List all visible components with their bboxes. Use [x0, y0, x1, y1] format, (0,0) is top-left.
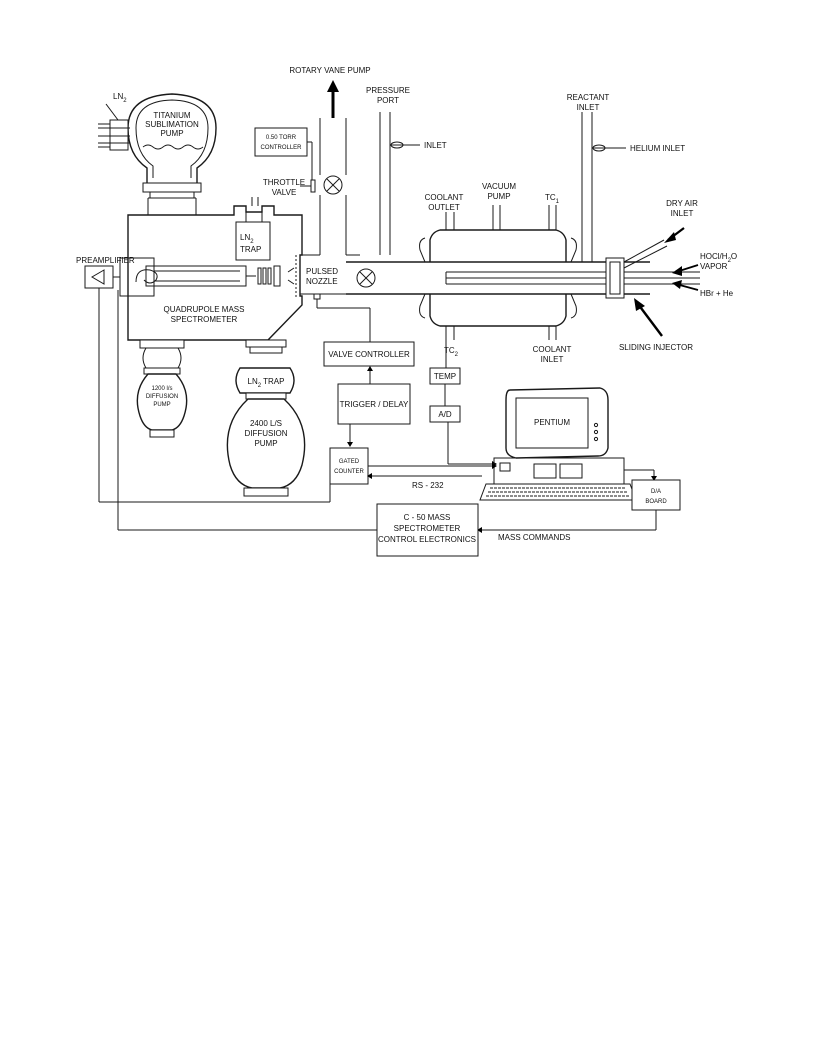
temp-label: TEMP — [434, 372, 456, 381]
dry-air-label-1: DRY AIR — [666, 199, 698, 208]
rotary-vane-pump-label: ROTARY VANE PUMP — [289, 66, 370, 75]
ln2-trap-upper-label-2: TRAP — [240, 245, 261, 254]
tc2-label: TC2 — [444, 346, 459, 358]
pressure-port-line — [379, 112, 420, 255]
main-vacuum-chamber — [119, 197, 303, 341]
c50-label-1: C - 50 MASS — [404, 513, 451, 522]
ln2-trap-upper-label: LN2 — [240, 233, 254, 245]
preamplifier-label: PREAMPLIFIER — [76, 256, 135, 265]
torr-controller-box — [254, 127, 308, 157]
quadrupole-label-1: QUADRUPOLE MASS — [164, 305, 245, 314]
hocl-label: HOCl/H2O — [700, 252, 737, 264]
da-board-label-1: D/A — [651, 489, 661, 495]
diff-1200-label-3: PUMP — [153, 402, 170, 408]
pump-lines — [300, 118, 360, 256]
hbr-label: HBr + He — [700, 289, 734, 298]
hbr-arrowhead-icon — [672, 280, 682, 289]
da-board-box — [631, 479, 681, 511]
helium-inlet-label: HELIUM INLET — [630, 144, 685, 153]
ad-label: A/D — [438, 410, 452, 419]
flow-tube — [300, 112, 700, 340]
gated-counter-label-1: GATED — [339, 459, 360, 465]
da-board-label-2: BOARD — [645, 499, 667, 505]
titanium-label-2: SUBLIMATION — [145, 120, 199, 129]
diffusion-pump-1200 — [136, 339, 188, 438]
pulsed-nozzle-label-2: NOZZLE — [306, 277, 338, 286]
coolant-inlet-label-2: INLET — [541, 355, 564, 364]
pressure-port-label-2: PORT — [377, 96, 399, 105]
coolant-inlet-label-1: COOLANT — [533, 345, 572, 354]
diff-1200-label-1: 1200 l/s — [151, 386, 172, 392]
preamplifier-box — [84, 265, 114, 289]
diff-2400-label-2: DIFFUSION — [244, 429, 287, 438]
ad-box — [429, 405, 461, 423]
sliding-injector-label: SLIDING INJECTOR — [619, 343, 693, 352]
throttle-valve-label-1: THROTTLE — [263, 178, 305, 187]
sliding-injector-arrowhead-icon — [634, 298, 645, 311]
vacuum-pump-label-1: VACUUM — [482, 182, 516, 191]
inlet-label: INLET — [424, 141, 447, 150]
valve-controller-label: VALVE CONTROLLER — [328, 350, 410, 359]
rs232-label: RS - 232 — [412, 481, 444, 490]
dry-air-arrowhead-icon — [664, 232, 676, 243]
rotary-pump-arrowhead-icon — [327, 80, 339, 92]
trigger-delay-box — [337, 383, 411, 425]
c50-electronics-box — [376, 503, 479, 557]
mass-commands-label: MASS COMMANDS — [498, 533, 570, 542]
valve-controller-box — [323, 341, 415, 367]
dry-air-label-2: INLET — [671, 209, 694, 218]
sliding-injector-arrow — [637, 303, 663, 337]
titanium-sublimation-pump — [98, 93, 217, 199]
preamplifier-triangle-icon — [91, 269, 105, 285]
vacuum-pump-label-2: PUMP — [487, 192, 510, 201]
diffusion-pump-2400 — [226, 339, 306, 497]
reactant-inlet-label-2: INLET — [577, 103, 600, 112]
diff-2400-label-3: PUMP — [254, 439, 277, 448]
vapor-label: VAPOR — [700, 262, 728, 271]
pentium-computer — [479, 387, 637, 501]
diff-2400-label-1: 2400 L/S — [250, 419, 282, 428]
pressure-port-label-1: PRESSURE — [366, 86, 410, 95]
trigger-delay-label: TRIGGER / DELAY — [340, 400, 409, 409]
titanium-label-3: PUMP — [160, 129, 183, 138]
reactant-inlet-label-1: REACTANT — [567, 93, 610, 102]
diff-1200-label-2: DIFFUSION — [146, 394, 178, 400]
c50-label-2: SPECTROMETER — [394, 524, 461, 533]
torr-controller-label-1: 0.50 TORR — [266, 135, 297, 141]
coolant-outlet-label-2: OUTLET — [428, 203, 460, 212]
quadrupole-label-2: SPECTROMETER — [171, 315, 238, 324]
pentium-label: PENTIUM — [534, 418, 570, 427]
tc1-label: TC1 — [545, 193, 560, 205]
gated-counter-box — [329, 447, 369, 485]
titanium-label-1: TITANIUM — [153, 111, 191, 120]
pulsed-nozzle-label-1: PULSED — [306, 267, 338, 276]
hocl-arrowhead-icon — [672, 266, 682, 276]
c50-label-3: CONTROL ELECTRONICS — [378, 535, 476, 544]
coolant-outlet-label-1: COOLANT — [425, 193, 464, 202]
torr-controller-label-2: CONTROLLER — [260, 145, 302, 151]
ln2-top-label: LN2 — [113, 92, 127, 104]
gated-counter-label-2: COUNTER — [334, 469, 364, 475]
throttle-valve-label-2: VALVE — [272, 188, 297, 197]
